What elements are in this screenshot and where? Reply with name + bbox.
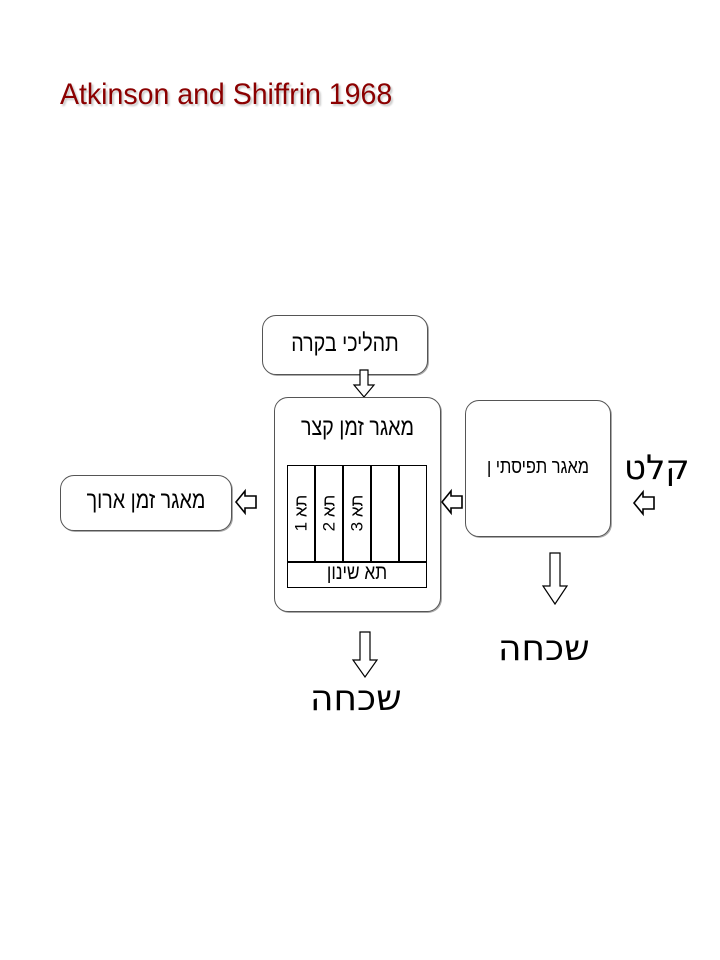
buffer-slot-4 [371,465,399,562]
sensory-forgetting-label: שכחה [498,628,590,669]
control-processes-label: תהליכי בקרה [291,330,399,357]
diagram-title: Atkinson and Shiffrin 1968 [60,78,393,111]
stm-forgetting-arrow-icon [351,631,379,679]
sensory-store-label: מאגר תפיסתי ן [486,456,590,478]
short-term-store-label: מאגר זמן קצר [300,414,415,441]
slot-2-label: תא 2 [319,494,338,532]
long-term-store-box [60,475,232,531]
buffer-slot-1 [287,465,315,562]
slot-3-label: תא 3 [347,494,366,532]
slot-2-label-wrap: תא 2 [315,478,343,548]
buffer-slot-5 [399,465,427,562]
slot-3-label-wrap: תא 3 [343,478,371,548]
control-to-stm-arrow-icon [352,369,376,398]
control-processes-box [262,315,428,375]
sensory-forgetting-arrow-icon [541,552,569,606]
input-label: קלט [624,448,690,488]
rehearsal-buffer-label: תא שינון [326,561,388,584]
stm-forgetting-label: שכחה [310,678,402,719]
input-to-sensory-arrow-icon [632,489,655,517]
sensory-store-box [465,400,611,537]
buffer-slot-2 [315,465,343,562]
rehearsal-buffer-box [287,562,427,588]
sensory-to-stm-arrow-icon [440,488,463,516]
stm-to-ltm-arrow-icon [234,488,257,516]
buffer-slot-3 [343,465,371,562]
slot-1-label: תא 1 [291,494,310,532]
long-term-store-label: מאגר זמן ארוך [86,487,206,514]
slot-1-label-wrap: תא 1 [287,478,315,548]
